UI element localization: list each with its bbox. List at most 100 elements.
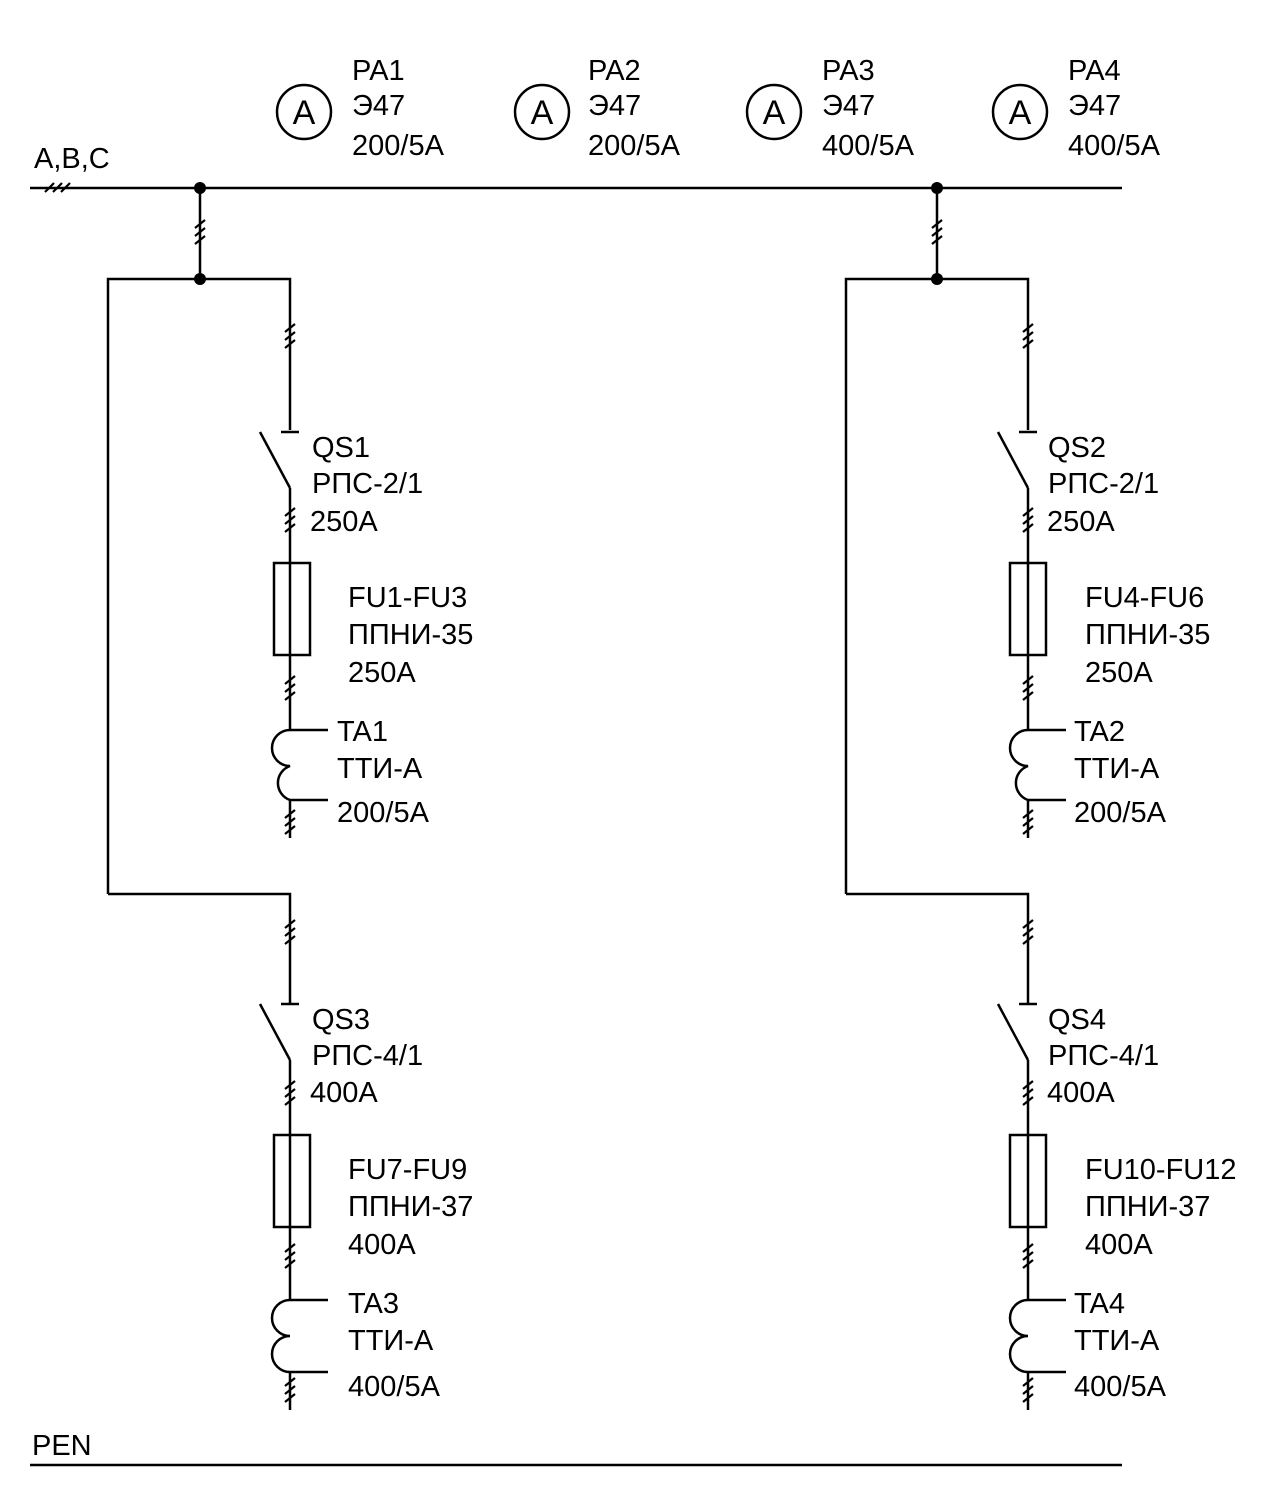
switch-id: QS2 bbox=[1048, 432, 1106, 464]
transformer-rating: 400/5A bbox=[348, 1371, 441, 1403]
ammeter-id: PA1 bbox=[352, 55, 405, 87]
ammeter-rating: 200/5A bbox=[352, 130, 445, 162]
ammeter-pa4: A PA4 Э47 400/5A bbox=[991, 55, 1161, 162]
fuse-rating: 400A bbox=[1085, 1229, 1153, 1261]
pen-label: PEN bbox=[32, 1430, 92, 1462]
three-phase-marks bbox=[194, 219, 1034, 1403]
switch-qs4: QS4 РПС-4/1 400A bbox=[996, 1002, 1159, 1109]
switch-type: РПС-4/1 bbox=[1048, 1040, 1159, 1072]
transformer-rating: 200/5A bbox=[337, 797, 430, 829]
ammeter-icon bbox=[513, 83, 571, 141]
ammeter-id: PA3 bbox=[822, 55, 875, 87]
ammeter-rating: 400/5A bbox=[1068, 130, 1161, 162]
fuse-id: FU4-FU6 bbox=[1085, 582, 1204, 614]
transformer-id: TA2 bbox=[1074, 716, 1125, 748]
three-phase-mark-icon bbox=[1022, 919, 1034, 945]
switch-rating: 400A bbox=[1047, 1077, 1115, 1109]
three-phase-mark-icon bbox=[931, 219, 943, 245]
fuse-icon bbox=[272, 561, 312, 657]
ammeter-letter: A bbox=[763, 94, 786, 132]
switch-blade-icon bbox=[258, 1003, 292, 1061]
three-phase-mark-icon bbox=[284, 507, 296, 533]
bus-label: A,B,C bbox=[34, 143, 110, 175]
ammeter-icon bbox=[991, 83, 1049, 141]
three-phase-mark-icon bbox=[1022, 507, 1034, 533]
three-phase-mark-icon bbox=[284, 1377, 296, 1403]
ammeter-letter: A bbox=[531, 94, 554, 132]
switch-blade-icon bbox=[996, 431, 1030, 489]
fuse-icon bbox=[272, 1133, 312, 1229]
three-phase-mark-icon bbox=[1022, 323, 1034, 349]
three-phase-mark-icon bbox=[1022, 675, 1034, 701]
ammeter-rating: 400/5A bbox=[822, 130, 915, 162]
switch-blade-icon bbox=[996, 1003, 1030, 1061]
fuse-id: FU7-FU9 bbox=[348, 1154, 467, 1186]
ammeter-pa1: A PA1 Э47 200/5A bbox=[275, 55, 445, 162]
three-phase-mark-icon bbox=[284, 809, 296, 835]
ammeter-id: PA2 bbox=[588, 55, 641, 87]
transformer-rating: 200/5A bbox=[1074, 797, 1167, 829]
pen-conductor: PEN bbox=[30, 1430, 1122, 1467]
ammeter-type: Э47 bbox=[588, 90, 641, 122]
switch-rating: 400A bbox=[310, 1077, 378, 1109]
fuse-type: ППНИ-35 bbox=[1085, 619, 1210, 651]
transformer-ta1: TA1 ТТИ-А 200/5A bbox=[270, 716, 430, 829]
switch-id: QS3 bbox=[312, 1004, 370, 1036]
fuse-type: ППНИ-35 bbox=[348, 619, 473, 651]
three-phase-mark-icon bbox=[284, 1243, 296, 1269]
transformer-type: ТТИ-А bbox=[1074, 753, 1160, 785]
three-phase-mark-icon bbox=[1022, 1243, 1034, 1269]
fuse-rating: 250A bbox=[348, 657, 416, 689]
fuse-fu1-fu3: FU1-FU3 ППНИ-35 250A bbox=[272, 561, 473, 689]
ammeter-icon bbox=[745, 83, 803, 141]
transformer-id: TA1 bbox=[337, 716, 388, 748]
three-phase-mark-icon bbox=[1022, 809, 1034, 835]
switch-rating: 250A bbox=[1047, 506, 1115, 538]
transformer-id: TA3 bbox=[348, 1288, 399, 1320]
transformer-ta2: TA2 ТТИ-А 200/5A bbox=[1008, 716, 1167, 829]
switch-type: РПС-2/1 bbox=[312, 468, 423, 500]
transformer-ta3: TA3 ТТИ-А 400/5A bbox=[270, 1288, 441, 1403]
fuse-id: FU10-FU12 bbox=[1085, 1154, 1237, 1186]
fuse-type: ППНИ-37 bbox=[348, 1191, 473, 1223]
fuse-id: FU1-FU3 bbox=[348, 582, 467, 614]
ammeter-letter: A bbox=[293, 94, 316, 132]
switch-qs3: QS3 РПС-4/1 400A bbox=[258, 1002, 423, 1109]
right-section-wiring bbox=[844, 182, 1030, 1410]
current-transformer-icon bbox=[1008, 728, 1029, 802]
fuse-fu4-fu6: FU4-FU6 ППНИ-35 250A bbox=[1008, 561, 1210, 689]
current-transformer-icon bbox=[270, 1298, 291, 1374]
transformer-type: ТТИ-А bbox=[1074, 1325, 1160, 1357]
fuse-rating: 400A bbox=[348, 1229, 416, 1261]
transformer-id: TA4 bbox=[1074, 1288, 1125, 1320]
ammeter-type: Э47 bbox=[822, 90, 875, 122]
transformer-ta4: TA4 ТТИ-А 400/5A bbox=[1008, 1288, 1167, 1403]
switch-id: QS1 bbox=[312, 432, 370, 464]
transformer-type: ТТИ-А bbox=[348, 1325, 434, 1357]
ammeter-id: PA4 bbox=[1068, 55, 1121, 87]
main-bus: A,B,C bbox=[30, 143, 1122, 193]
three-phase-mark-icon bbox=[284, 1080, 296, 1106]
ammeter-rating: 200/5A bbox=[588, 130, 681, 162]
three-phase-mark-icon bbox=[1022, 1080, 1034, 1106]
switch-qs1: QS1 РПС-2/1 250A bbox=[258, 430, 423, 538]
current-transformer-icon bbox=[1008, 1298, 1029, 1374]
switch-blade-icon bbox=[258, 431, 292, 489]
switch-type: РПС-2/1 bbox=[1048, 468, 1159, 500]
fuse-type: ППНИ-37 bbox=[1085, 1191, 1210, 1223]
ammeter-icon bbox=[275, 83, 333, 141]
fuse-fu7-fu9: FU7-FU9 ППНИ-37 400A bbox=[272, 1133, 473, 1261]
transformer-type: ТТИ-А bbox=[337, 753, 423, 785]
three-phase-mark-icon bbox=[1022, 1377, 1034, 1403]
left-section-wiring bbox=[106, 182, 292, 1410]
fuse-fu10-fu12: FU10-FU12 ППНИ-37 400A bbox=[1008, 1133, 1237, 1261]
switch-type: РПС-4/1 bbox=[312, 1040, 423, 1072]
ammeter-pa2: A PA2 Э47 200/5A bbox=[513, 55, 681, 162]
three-phase-mark-icon bbox=[284, 323, 296, 349]
transformer-rating: 400/5A bbox=[1074, 1371, 1167, 1403]
ammeter-pa3: A PA3 Э47 400/5A bbox=[745, 55, 915, 162]
switch-id: QS4 bbox=[1048, 1004, 1106, 1036]
ammeter-type: Э47 bbox=[352, 90, 405, 122]
ammeter-type: Э47 bbox=[1068, 90, 1121, 122]
